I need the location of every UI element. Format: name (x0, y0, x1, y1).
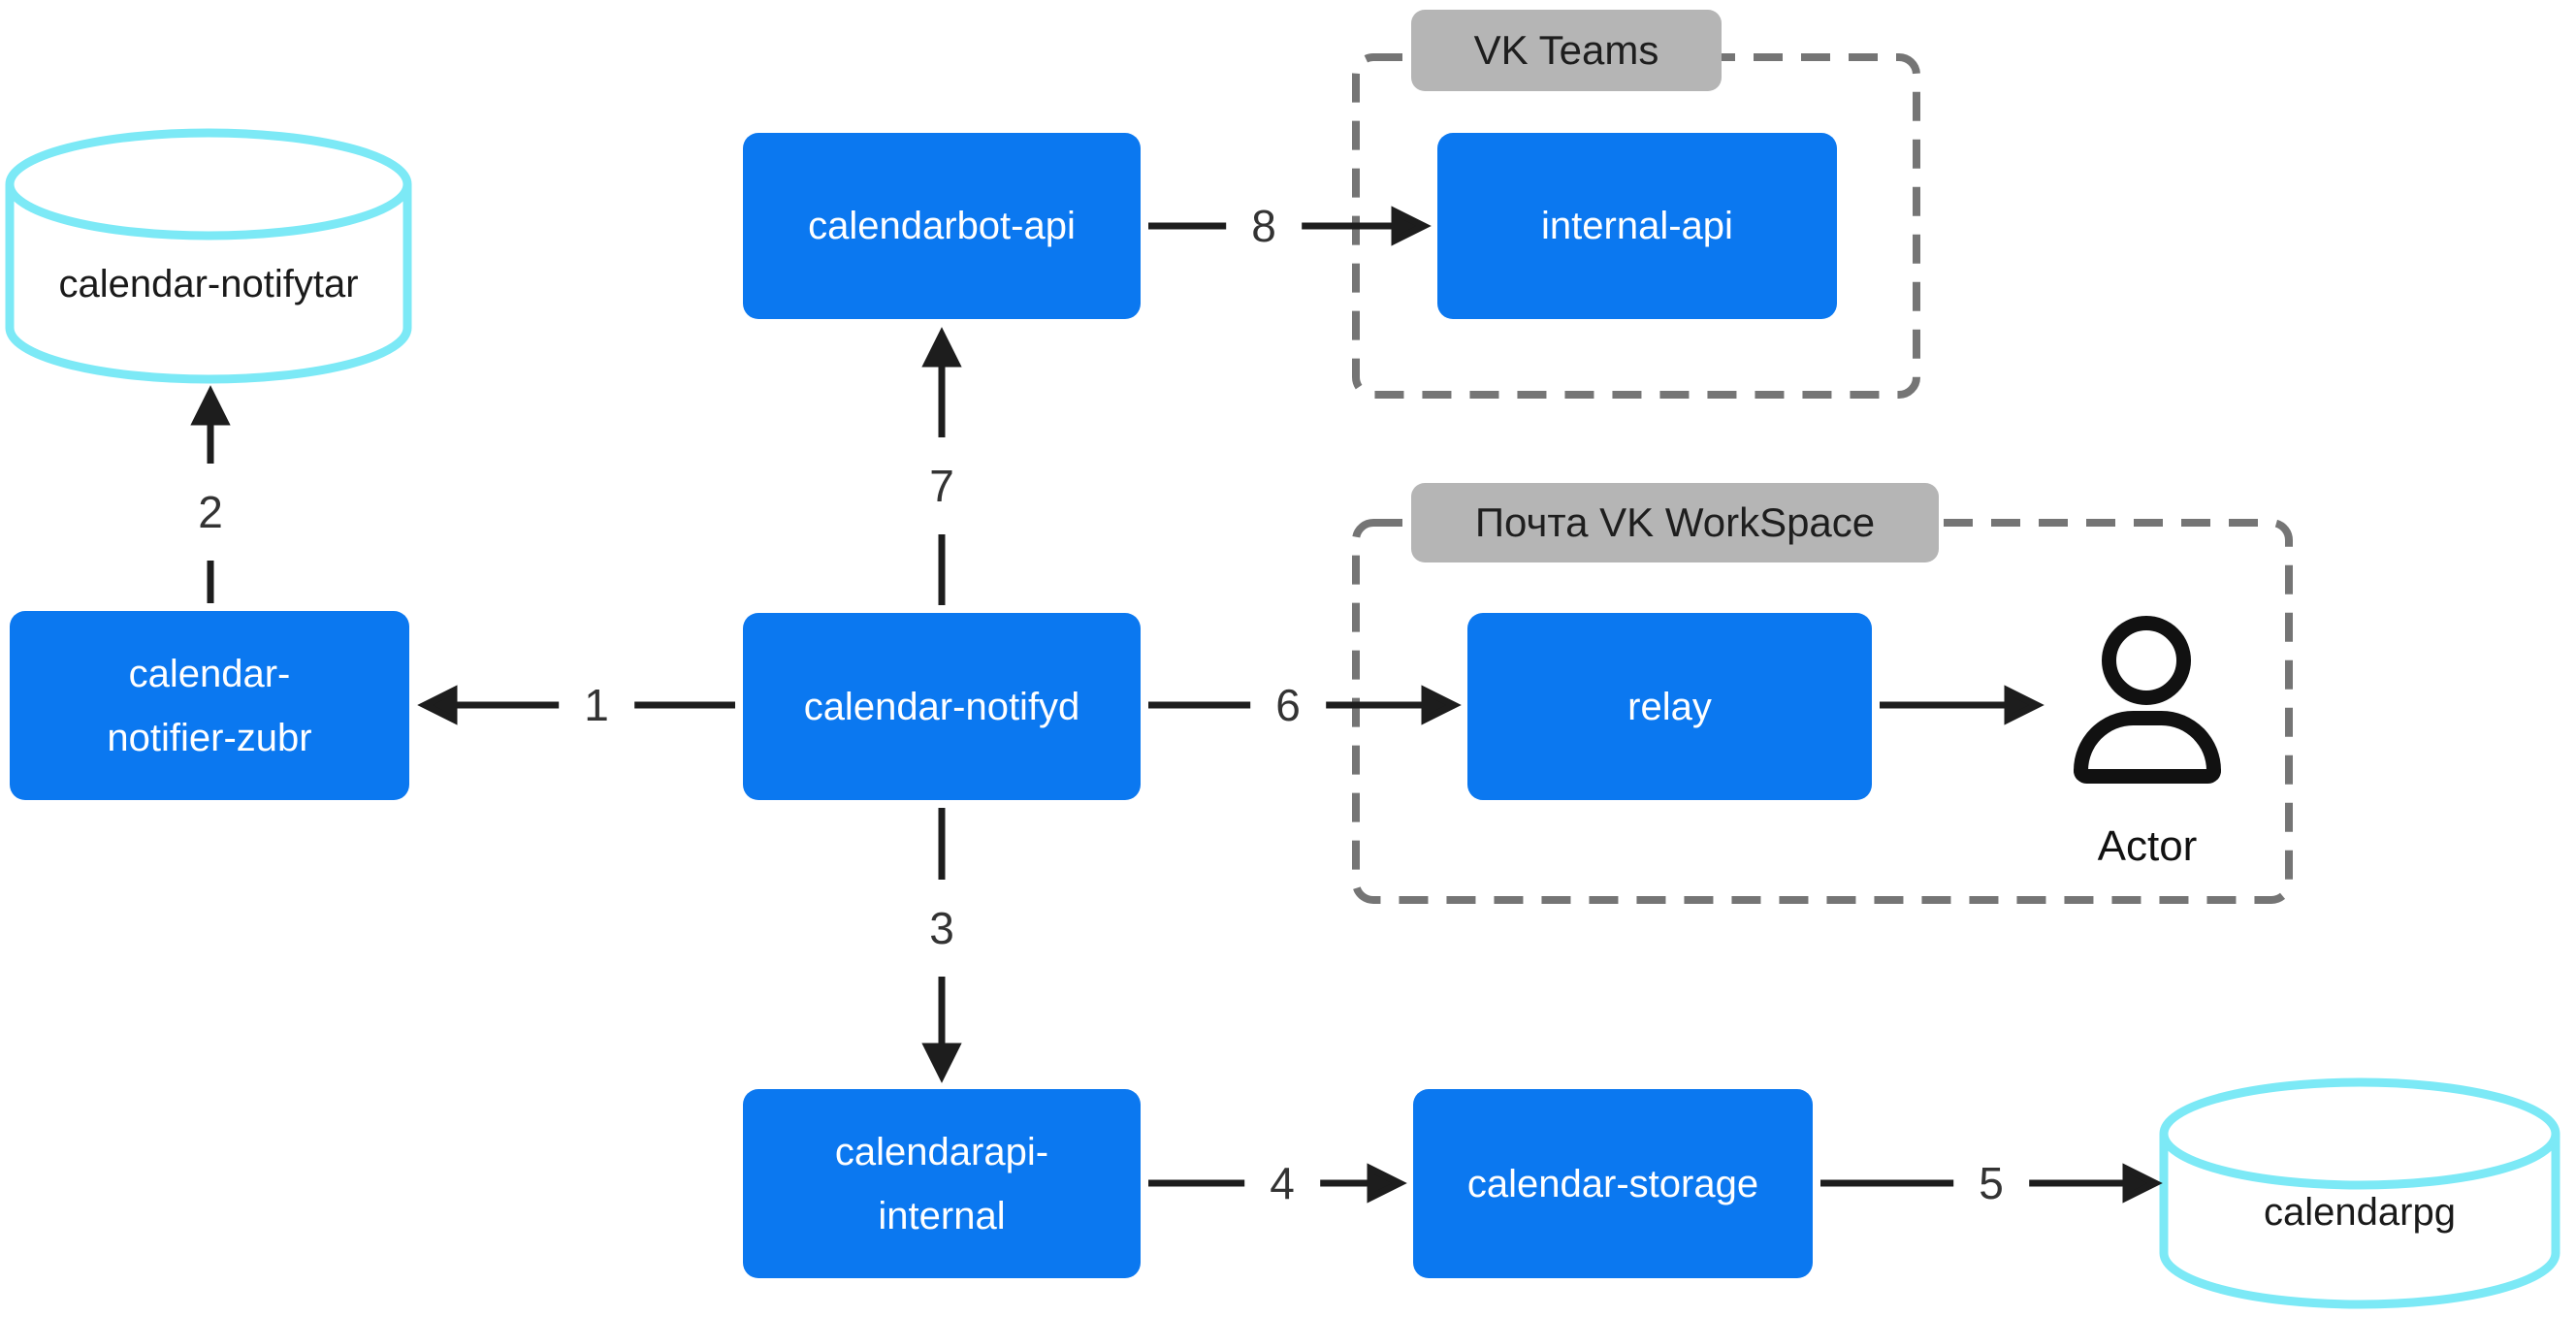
edge-label-4: 4 (1244, 1135, 1320, 1232)
container-label-workspace: Почта VK WorkSpace (1411, 483, 1939, 562)
arrowhead-icon (190, 385, 231, 426)
arrowhead-icon (921, 1043, 962, 1083)
edge-label-5: 5 (1953, 1135, 2029, 1232)
container-label-text: VK Teams (1473, 27, 1659, 73)
node-calendarapi-internal: calendarapi- internal (743, 1089, 1141, 1278)
node-label-line: internal (878, 1194, 1006, 1237)
node-label-line: calendarapi- (834, 1130, 1049, 1173)
node-label: calendar-notifyd (803, 685, 1080, 728)
edge-label-3: 3 (904, 880, 980, 977)
arrowhead-icon (2004, 685, 2045, 725)
arrowhead-icon (1391, 206, 1432, 246)
edge-label-2: 2 (173, 464, 248, 561)
node-label: internal-api (1541, 205, 1733, 247)
node-label: relay (1627, 685, 1712, 728)
node-label-line: notifier-zubr (107, 716, 312, 759)
edge-label-1: 1 (559, 657, 634, 754)
database-cylinder-icon (2159, 1077, 2560, 1309)
node-label: calendarbot-api (808, 205, 1076, 247)
actor-body-icon (2074, 711, 2221, 784)
node-calendarbot-api: calendarbot-api (743, 133, 1141, 319)
node-calendarpg-label: calendarpg (2264, 1191, 2456, 1234)
node-calendar-notifyd: calendar-notifyd (743, 613, 1141, 800)
database-cylinder-icon (5, 128, 412, 384)
arrowhead-icon (1367, 1163, 1407, 1204)
actor-label: Actor (2097, 822, 2198, 870)
edge-label-6: 6 (1250, 657, 1326, 754)
node-label-line: calendar- (128, 652, 291, 695)
node-calendar-storage: calendar-storage (1413, 1089, 1813, 1278)
node-label: calendar-storage (1466, 1162, 1759, 1205)
edge-label-8: 8 (1226, 177, 1302, 274)
node-calendar-notifier-zubr: calendar- notifier-zubr (10, 611, 409, 800)
container-label-text: Почта VK WorkSpace (1474, 499, 1876, 545)
arrowhead-icon (2122, 1163, 2163, 1204)
node-relay: relay (1467, 613, 1872, 800)
arrowhead-icon (1421, 685, 1462, 725)
container-label-vk-teams: VK Teams (1411, 10, 1722, 91)
arrowhead-icon (417, 685, 458, 725)
actor-head-icon (2102, 616, 2191, 705)
edge-label-7: 7 (904, 437, 980, 534)
arrowhead-icon (921, 327, 962, 368)
node-internal-api: internal-api (1437, 133, 1837, 319)
node-calendar-notifytar-label: calendar-notifytar (58, 263, 359, 305)
